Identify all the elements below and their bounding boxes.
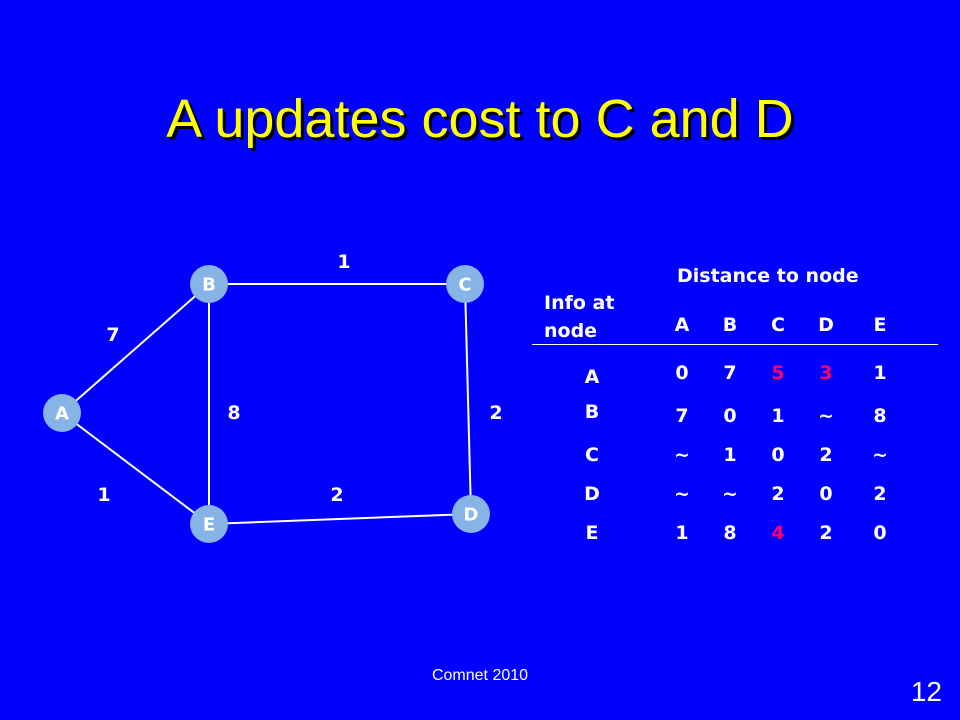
node-circle [452,495,490,533]
edge-weight-b-c: 1 [337,251,350,273]
row-label-a: A [584,366,600,388]
row-label-c: C [585,444,599,466]
graph-node-c: C [446,265,484,303]
table-cell-b-a: 7 [675,405,689,427]
table-cell-d-b: ~ [722,483,738,505]
table-cell-a-b: 7 [723,362,737,384]
table-cell-e-c: 4 [771,522,785,544]
graph-edges [61,283,472,525]
edge-weight-e-d: 2 [330,484,343,506]
edge-weight-a-e: 1 [97,484,110,506]
table-cell-a-a: 0 [675,362,689,384]
edge-weight-a-b: 7 [106,324,119,346]
table-cell-b-d: ~ [818,405,834,427]
table-cell-c-b: 1 [723,444,737,466]
table-cell-c-c: 0 [771,444,785,466]
table-cell-b-b: 0 [723,405,737,427]
table-cell-e-d: 2 [819,522,833,544]
table-cell-c-d: 2 [819,444,833,466]
table-cell-b-e: 8 [873,405,887,427]
node-label: A [55,404,69,425]
table-cell-c-a: ~ [674,444,690,466]
edge-a-e [61,412,210,525]
table-cell-d-a: ~ [674,483,690,505]
table-cell-d-c: 2 [771,483,785,505]
edge-e-d [208,513,472,525]
row-label-e: E [585,522,599,544]
node-label: D [464,505,479,526]
column-label-e: E [873,314,887,336]
edge-weight-c-d: 2 [489,402,502,424]
table-divider [532,344,938,345]
edge-weight-b-e: 8 [227,402,240,424]
table-cell-d-e: 2 [873,483,887,505]
table-cell-a-e: 1 [873,362,887,384]
table-cell-b-c: 1 [771,405,785,427]
table-cell-a-c: 5 [771,362,785,384]
node-circle [446,265,484,303]
node-circle [190,265,228,303]
page-number: 12 [910,676,942,707]
table-cell-c-e: ~ [872,444,888,466]
column-label-d: D [818,314,834,336]
slide-title: A updates cost to C and D [166,89,794,149]
column-label-a: A [674,314,690,336]
row-label-b: B [584,401,600,423]
column-header: Distance to node [677,265,859,287]
edge-c-d [464,283,472,515]
graph-node-d: D [452,495,490,533]
node-label: C [458,275,471,296]
graph-node-b: B [190,265,228,303]
graph-weights: 7 1 1 8 2 2 [97,251,502,506]
row-label-d: D [584,483,600,505]
graph-node-e: E [190,505,228,543]
edge-a-b [61,283,210,414]
table-cell-e-b: 8 [723,522,737,544]
graph-node-a: A [43,394,81,432]
column-label-c: C [771,314,785,336]
table-cell-d-d: 0 [819,483,833,505]
table-cell-a-d: 3 [819,362,833,384]
node-label: B [202,275,216,296]
graph-nodes: A B C D E [43,265,490,543]
row-header: Info at node [544,292,615,342]
node-circle [43,394,81,432]
table-cell-e-a: 1 [675,522,689,544]
node-label: E [203,515,215,536]
footer-text: Comnet 2010 [431,667,529,684]
column-label-b: B [722,314,738,336]
table-cell-e-e: 0 [873,522,887,544]
node-circle [190,505,228,543]
